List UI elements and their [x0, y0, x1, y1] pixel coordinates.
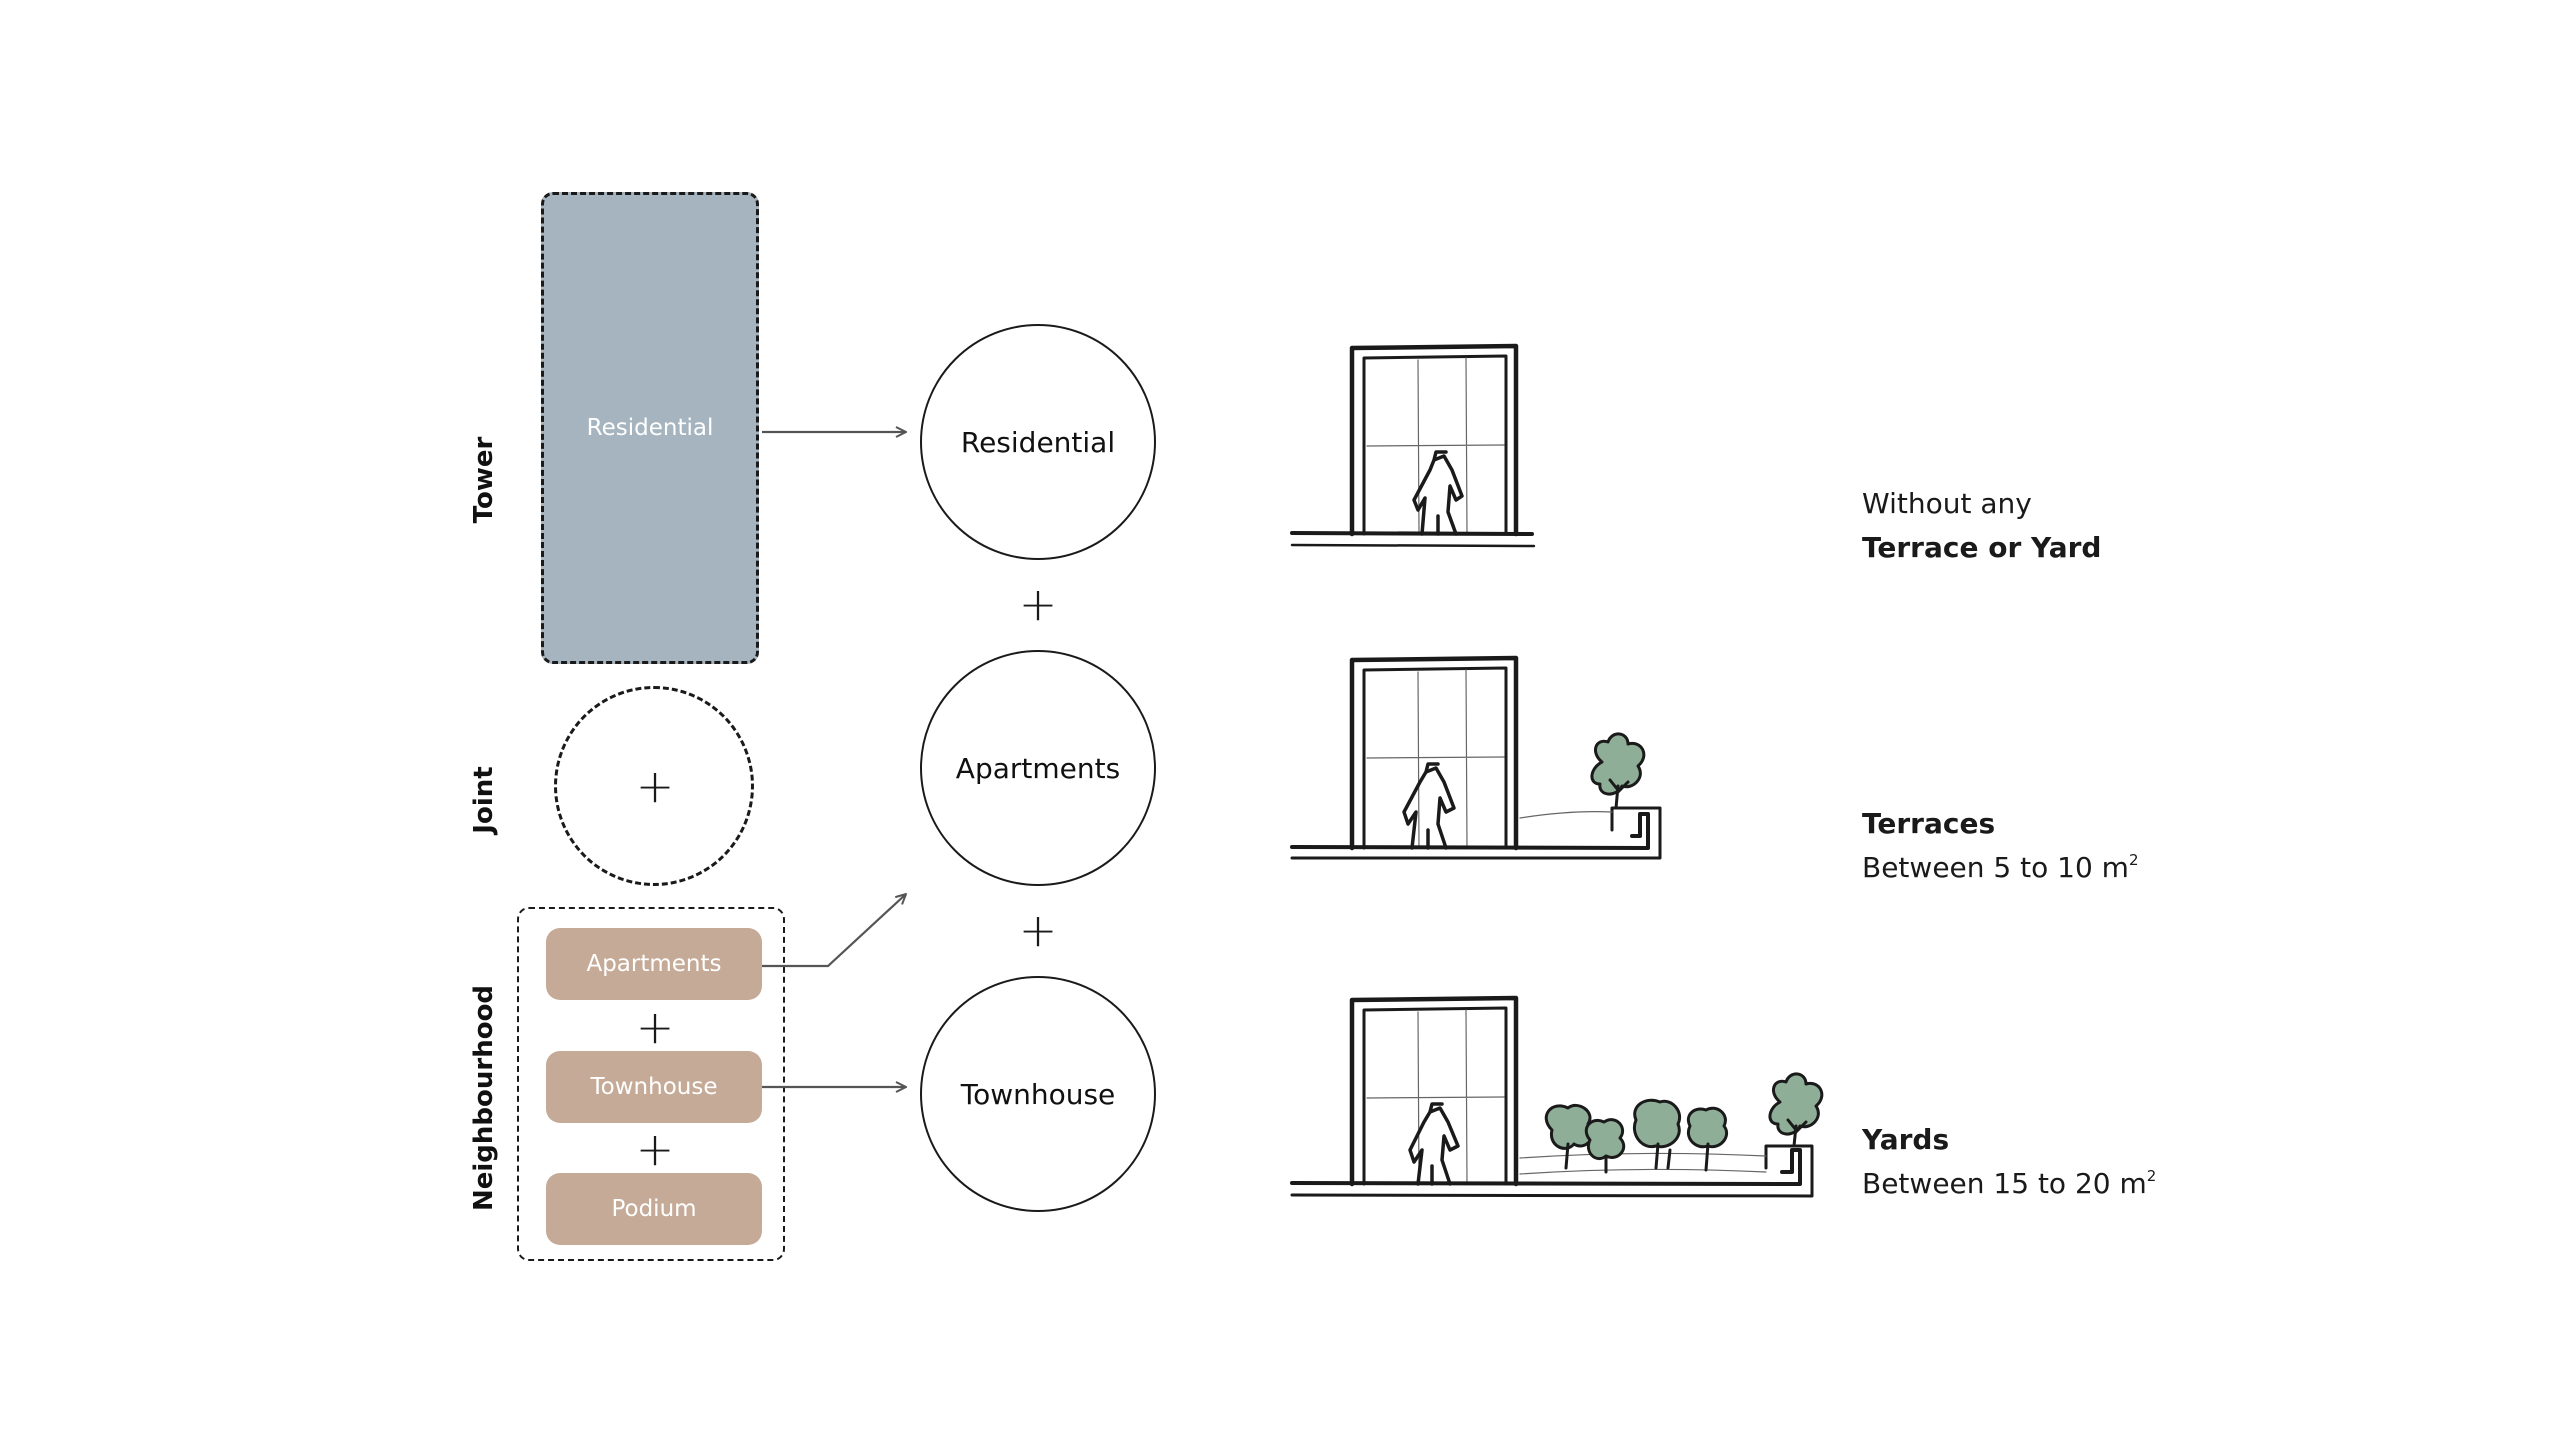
tower-block-label: Residential [586, 415, 714, 441]
circle-residential: Residential [920, 324, 1156, 560]
circle-label: Apartments [955, 751, 1121, 785]
tree-icon [1544, 1103, 1595, 1170]
neighbourhood-plus-symbol: + [635, 1122, 675, 1176]
building-sketch-no-outdoor [1290, 343, 1536, 548]
desc-terraces: Terraces Between 5 to 10 m2 [1862, 802, 2139, 890]
tower-residential-block: Residential [541, 192, 759, 664]
circle-townhouse: Townhouse [920, 976, 1156, 1212]
desc-line: Without any [1862, 482, 2101, 526]
circle-apartments: Apartments [920, 650, 1156, 886]
pill-podium: Podium [546, 1173, 762, 1245]
typology-plus-symbol: + [1018, 903, 1058, 957]
circle-label: Residential [960, 425, 1116, 459]
desc-text: Without any [1862, 487, 2032, 520]
typology-plus-symbol: + [1018, 577, 1058, 631]
building-sketch-yard [1290, 995, 1824, 1198]
pill-label: Podium [611, 1196, 697, 1222]
pill-label: Townhouse [590, 1074, 718, 1100]
tree-icon [1768, 1072, 1824, 1148]
desc-text: Terraces [1862, 807, 1996, 840]
desc-line: Terrace or Yard [1862, 526, 2101, 570]
desc-line: Between 5 to 10 m2 [1862, 846, 2139, 890]
neighbourhood-frame [517, 907, 785, 1261]
joint-plus-symbol: + [635, 759, 675, 813]
desc-yards: Yards Between 15 to 20 m2 [1862, 1118, 2156, 1206]
pill-townhouse: Townhouse [546, 1051, 762, 1123]
circle-label: Townhouse [960, 1077, 1116, 1111]
building-sketch-terrace [1290, 655, 1662, 860]
desc-line: Between 15 to 20 m2 [1862, 1162, 2156, 1206]
pill-label: Apartments [586, 951, 722, 977]
tree-icon [1687, 1106, 1729, 1172]
unit-superscript: 2 [2128, 851, 2139, 869]
tree-icon [1590, 732, 1646, 810]
desc-text: Between 5 to 10 m [1862, 851, 2129, 884]
tree-icon [1584, 1118, 1626, 1174]
desc-line: Yards [1862, 1118, 2156, 1162]
neighbourhood-plus-symbol: + [635, 1000, 675, 1054]
tree-icon [1633, 1098, 1681, 1170]
unit-superscript: 2 [2146, 1167, 2157, 1185]
desc-text: Between 15 to 20 m [1862, 1167, 2147, 1200]
pill-apartments: Apartments [546, 928, 762, 1000]
desc-no-outdoor: Without any Terrace or Yard [1862, 482, 2101, 570]
arrow-apartments-to-apartments [762, 894, 906, 968]
joint-circle [554, 686, 754, 886]
desc-line: Terraces [1862, 802, 2139, 846]
desc-text: Terrace or Yard [1862, 531, 2102, 564]
desc-text: Yards [1862, 1123, 1950, 1156]
